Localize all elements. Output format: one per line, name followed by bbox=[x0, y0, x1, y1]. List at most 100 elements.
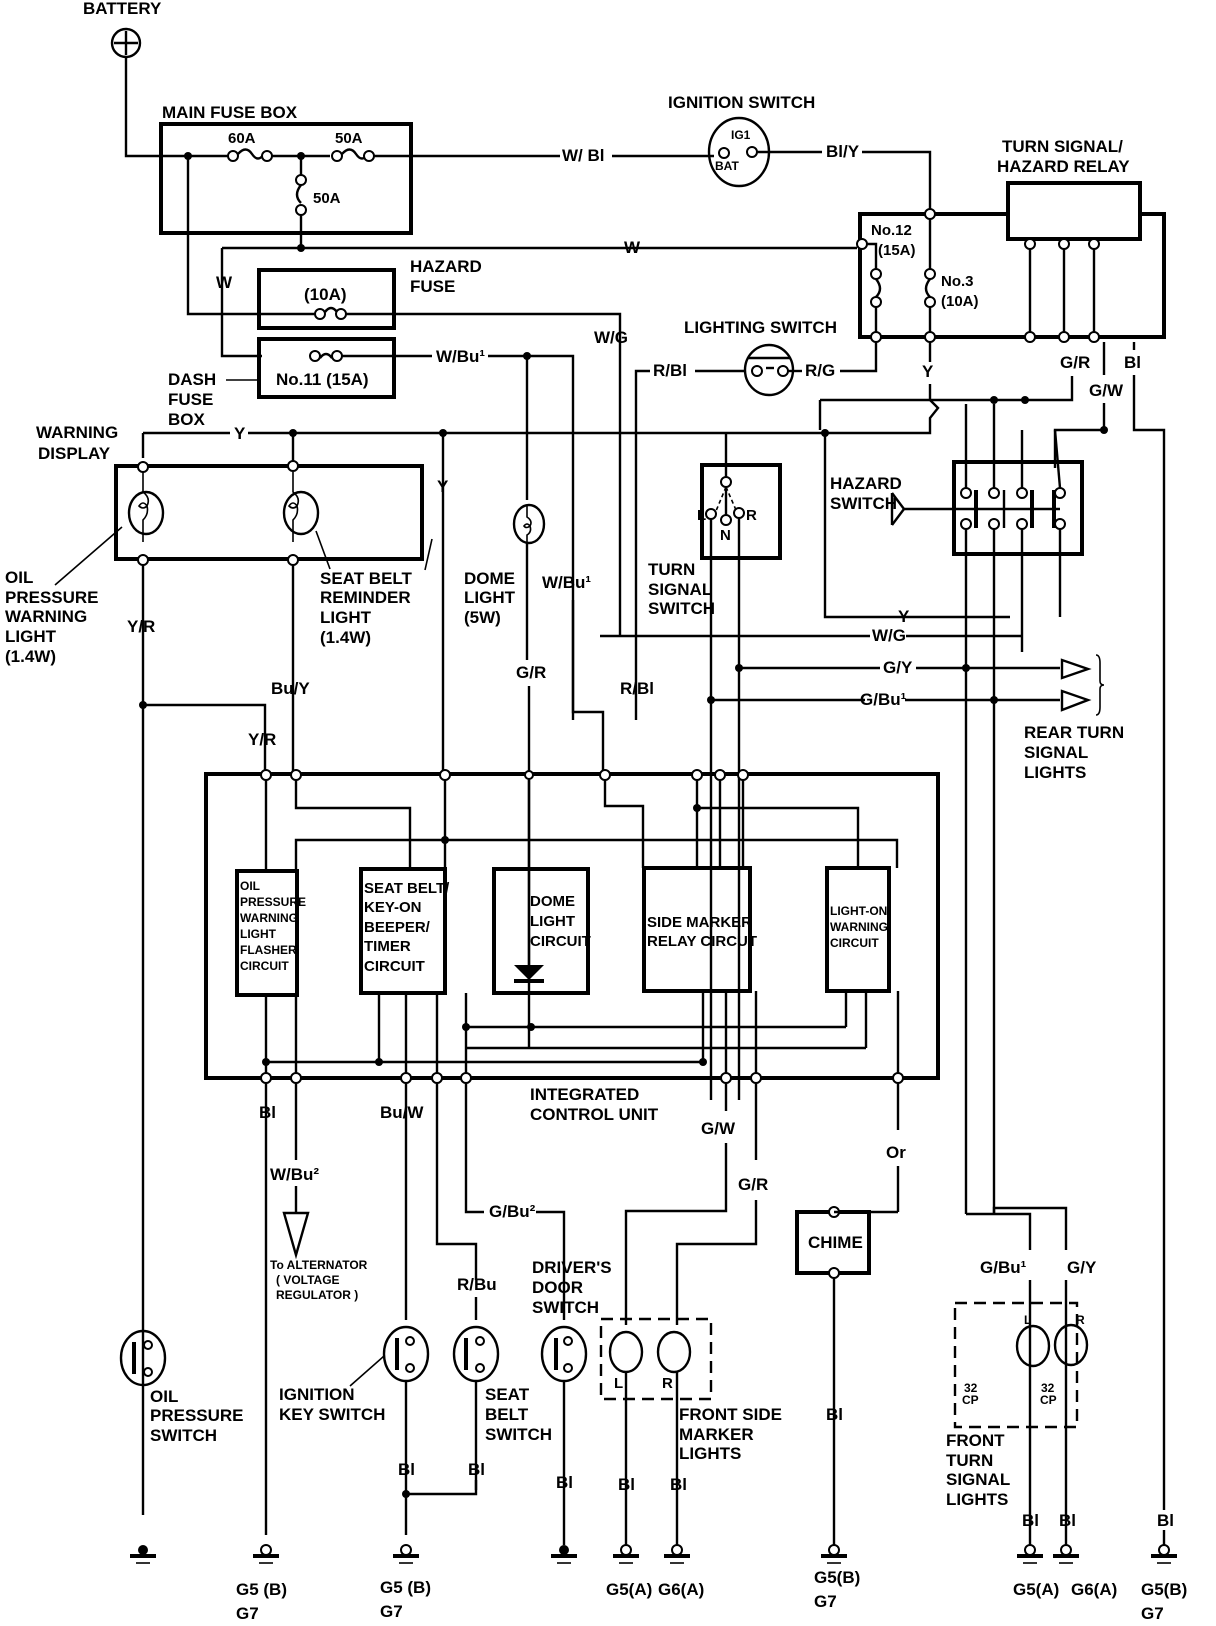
wire-label: W/Bu¹ bbox=[436, 347, 485, 366]
label-line: WARNING bbox=[5, 607, 87, 626]
wire-label: Bl bbox=[618, 1475, 635, 1494]
wire-label: Bu/Y bbox=[271, 679, 310, 698]
label-line: SWITCH bbox=[150, 1426, 217, 1445]
label-line: ( VOLTAGE bbox=[276, 1273, 340, 1287]
wire-label: W/G bbox=[594, 328, 628, 347]
rear-turn-left-lamp-icon bbox=[1060, 658, 1092, 680]
icu-label: INTEGRATED bbox=[530, 1085, 639, 1104]
label-line: SIGNAL bbox=[946, 1470, 1010, 1489]
fuse-no12-label: No.12 bbox=[871, 222, 912, 239]
lamp-bulb-icon bbox=[1015, 1324, 1051, 1368]
dash-fuse-box-label: DASH bbox=[168, 370, 216, 389]
label-line: LIGHT bbox=[5, 627, 57, 646]
label-line: OIL bbox=[5, 568, 33, 587]
turn-signal-hazard-relay: TURN SIGNAL/ HAZARD RELAY bbox=[997, 137, 1166, 339]
lamp-r-label: R bbox=[1076, 1313, 1085, 1327]
dash-fuse-box-label: BOX bbox=[168, 410, 206, 429]
label-line: 32 bbox=[1041, 1381, 1055, 1395]
lamp-l-label: L bbox=[1024, 1313, 1031, 1327]
lighting-switch: LIGHTING SWITCH R/Bl R/G bbox=[634, 318, 878, 720]
wire-label: W/Bu² bbox=[270, 1165, 319, 1184]
alternator-connector-icon bbox=[282, 1211, 310, 1260]
wire-label: G/Bu¹ bbox=[980, 1258, 1027, 1277]
hazard-fuse-value: (10A) bbox=[304, 285, 347, 304]
ts-r-label: R bbox=[746, 507, 757, 524]
wire-label: G/R bbox=[1060, 353, 1090, 372]
wire-label: R/Bl bbox=[620, 679, 654, 698]
label-line: RELAY CIRCUT bbox=[647, 933, 757, 950]
hazard-fuse-label: FUSE bbox=[410, 277, 455, 296]
warning-display-label: WARNING bbox=[36, 423, 118, 442]
dash-fuse-box-label: FUSE bbox=[168, 390, 213, 409]
label-line: CIRCUIT bbox=[530, 933, 591, 950]
wire-label: Y bbox=[234, 424, 246, 443]
ground-icon bbox=[613, 1544, 639, 1564]
label-line: DOME bbox=[530, 893, 575, 910]
ts-l-label: L bbox=[697, 507, 706, 524]
wire-label: G/W bbox=[1089, 381, 1124, 400]
oil-pressure-warning-light-label: OIL PRESSURE WARNING LIGHT (1.4W) bbox=[5, 568, 99, 666]
label-line: FRONT bbox=[946, 1431, 1005, 1450]
label-line: OIL bbox=[150, 1387, 178, 1406]
oil-pressure-switch: OIL PRESSURE SWITCH bbox=[119, 1329, 244, 1445]
label-line: CIRCUIT bbox=[830, 936, 879, 950]
label-line: DOOR bbox=[532, 1278, 583, 1297]
label-line: SWITCH bbox=[830, 494, 897, 513]
fuse-no3-label: (10A) bbox=[941, 293, 979, 310]
main-fuse-box-label: MAIN FUSE BOX bbox=[162, 103, 298, 122]
ground-label: G5 (B) bbox=[236, 1580, 287, 1599]
label-line: TURN bbox=[946, 1451, 993, 1470]
label-line: SEAT BELT/ bbox=[364, 880, 450, 897]
wire-label: G/Y bbox=[1067, 1258, 1097, 1277]
label-line: LIGHT bbox=[320, 608, 372, 627]
wire-label: Bl bbox=[1157, 1511, 1174, 1530]
label-line: BEEPER/ bbox=[364, 919, 431, 936]
ground-label: G5(A) bbox=[1013, 1580, 1059, 1599]
wire-label: Bl bbox=[259, 1103, 276, 1122]
ground-label: G7 bbox=[814, 1592, 837, 1611]
lamp-r-label: R bbox=[662, 1375, 673, 1392]
dome-light-bulb-icon bbox=[512, 503, 546, 545]
warning-display-label: DISPLAY bbox=[38, 444, 111, 463]
ground-label: G5 (B) bbox=[380, 1578, 431, 1597]
label-line: (5W) bbox=[464, 608, 501, 627]
relay-label: TURN SIGNAL/ bbox=[1002, 137, 1123, 156]
switch-icon bbox=[452, 1325, 500, 1383]
front-side-marker-lights: L R FRONT SIDE MARKER LIGHTS bbox=[599, 1317, 782, 1545]
wire-label: Bl bbox=[468, 1460, 485, 1479]
label-line: SIDE MARKER bbox=[647, 914, 752, 931]
ground-label: G7 bbox=[380, 1602, 403, 1621]
wire-label: Y bbox=[898, 607, 910, 626]
wire-label: W bbox=[624, 238, 641, 257]
ground-label: G7 bbox=[236, 1604, 259, 1623]
rear-turn-signal-lights: REAR TURN SIGNAL LIGHTS bbox=[1024, 654, 1124, 782]
ts-n-label: N bbox=[720, 527, 731, 544]
fuse-60a-label: 60A bbox=[228, 130, 256, 147]
label-line: SEAT BELT bbox=[320, 569, 413, 588]
label-line: WARNING bbox=[240, 911, 298, 925]
wire-label: R/Bu bbox=[457, 1275, 497, 1294]
wire-label: W/G bbox=[872, 626, 906, 645]
label-line: MARKER bbox=[679, 1425, 754, 1444]
relay-label: HAZARD RELAY bbox=[997, 157, 1130, 176]
ground-icon bbox=[1151, 1544, 1177, 1564]
ignition-key-switch: IGNITION KEY SWITCH bbox=[279, 1325, 430, 1460]
switch-icon bbox=[540, 1325, 588, 1383]
dash-fuse-box: No.11 (15A) DASH FUSE BOX W/Bu¹ bbox=[168, 337, 575, 720]
label-line: KEY-ON bbox=[364, 899, 422, 916]
ground-label: G6(A) bbox=[1071, 1580, 1117, 1599]
wire-label: Bu/W bbox=[380, 1103, 424, 1122]
wire-label: Bl bbox=[1124, 353, 1141, 372]
wire-label: Bl bbox=[1022, 1511, 1039, 1530]
ground-wire-labels: Bl Bl Bl Bl Bl Bl Bl Bl Bl bbox=[398, 1405, 1174, 1530]
ground-label: G5(A) bbox=[606, 1580, 652, 1599]
label-line: SWITCH bbox=[485, 1425, 552, 1444]
rear-turn-right-lamp-icon bbox=[1060, 689, 1092, 712]
label-line: DOME bbox=[464, 569, 515, 588]
wire-label: G/Bu¹ bbox=[860, 690, 907, 709]
lighting-switch-label: LIGHTING SWITCH bbox=[684, 318, 837, 337]
ground-icon bbox=[1053, 1544, 1079, 1564]
ground-icon bbox=[821, 1544, 847, 1564]
label-line: BELT bbox=[485, 1405, 529, 1424]
